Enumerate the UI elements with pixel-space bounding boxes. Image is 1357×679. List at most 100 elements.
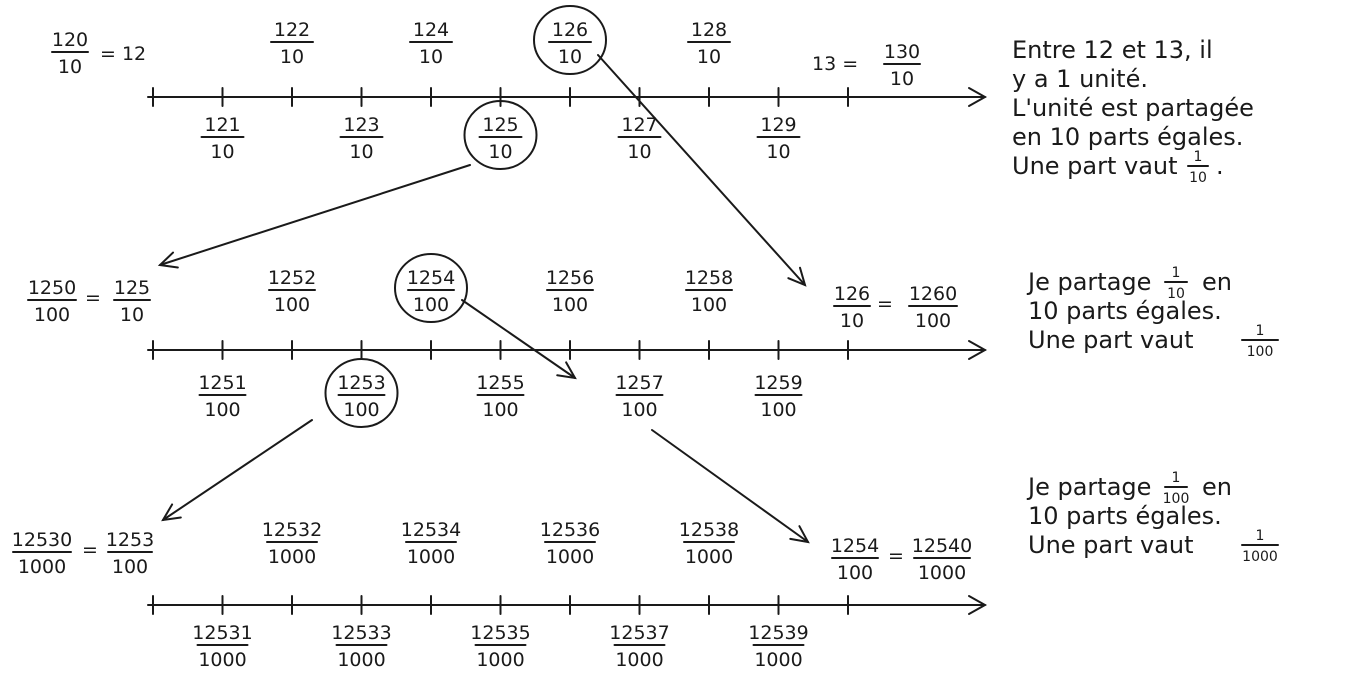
note-1-line-2: y a 1 unité.	[1012, 65, 1148, 93]
bottom-fraction-2-1251-numerator: 1251	[198, 372, 246, 394]
note-3-frac-num: 1	[1256, 528, 1265, 544]
note-3-line-3: Une part vaut	[1028, 531, 1194, 559]
bottom-fraction-2-1253-denominator: 100	[343, 399, 379, 421]
bottom-fraction-3-12531-denominator: 1000	[198, 649, 246, 671]
top-fraction-1-124-denominator: 10	[419, 46, 443, 68]
note-1-line-3: L'unité est partagée	[1012, 94, 1254, 122]
top-fraction-3-12538-numerator: 12538	[679, 519, 739, 541]
note-2-line-3: Une part vaut	[1028, 326, 1194, 354]
arrow-1253-to-left-eq	[162, 419, 313, 521]
right-eq-3-a-denominator: 100	[837, 562, 873, 584]
bottom-fraction-3-12539-numerator: 12539	[748, 622, 808, 644]
note-3-line-1: Je partage	[1026, 473, 1151, 501]
top-fraction-3-12538-denominator: 1000	[685, 546, 733, 568]
top-fraction-3-12532-numerator: 12532	[262, 519, 322, 541]
bottom-fraction-3-12531-numerator: 12531	[192, 622, 252, 644]
top-fraction-1-122-numerator: 122	[274, 19, 310, 41]
note-3-inline-num: 1	[1172, 470, 1181, 486]
arrow-125-to-left-eq-head	[157, 251, 179, 269]
bottom-fraction-1-127-numerator: 127	[621, 114, 657, 136]
note-1-suffix: .	[1216, 152, 1224, 180]
bottom-fraction-2-1259-denominator: 100	[760, 399, 796, 421]
note-2-inline-num: 1	[1172, 265, 1181, 281]
right-eq-3-b-denominator: 1000	[918, 562, 966, 584]
arrow-1253-to-left-eq-head	[161, 503, 182, 522]
top-fraction-3-12534-numerator: 12534	[401, 519, 461, 541]
right-eq-1-b-denominator: 10	[890, 68, 914, 90]
right-eq-2-b-denominator: 100	[915, 310, 951, 332]
bottom-fraction-1-121-denominator: 10	[210, 141, 234, 163]
top-fraction-1-126-denominator: 10	[558, 46, 582, 68]
number-line-3-arrowhead	[968, 595, 988, 615]
left-eq-3-a-denominator: 1000	[18, 556, 66, 578]
bottom-fraction-3-12535-denominator: 1000	[476, 649, 524, 671]
left-eq-3-b-denominator: 100	[112, 556, 148, 578]
right-eq-1-lhs: 13 =	[812, 53, 858, 75]
top-fraction-2-1254-numerator: 1254	[407, 267, 455, 289]
bottom-fraction-1-129-denominator: 10	[766, 141, 790, 163]
arrow-1254-to-right-eq-part1-head	[556, 361, 577, 380]
bottom-fraction-3-12537-denominator: 1000	[615, 649, 663, 671]
note-2-inline-den: 10	[1167, 286, 1185, 302]
bottom-fraction-1-123-numerator: 123	[343, 114, 379, 136]
top-fraction-2-1258-denominator: 100	[691, 294, 727, 316]
arrow-125-to-left-eq	[159, 164, 471, 266]
left-eq-1-a-numerator: 120	[52, 29, 88, 51]
right-eq-2-equals: =	[877, 293, 893, 315]
right-eq-2-a-numerator: 126	[834, 283, 870, 305]
circle-1254	[394, 253, 468, 323]
arrow-1254-to-right-eq-head	[789, 525, 810, 544]
arrow-1254-to-right-eq-part1	[461, 299, 576, 379]
top-fraction-1-124-numerator: 124	[413, 19, 449, 41]
circle-126	[533, 5, 607, 75]
left-eq-2-equals: =	[85, 287, 101, 309]
bottom-fraction-3-12539-denominator: 1000	[754, 649, 802, 671]
left-eq-1-a-denominator: 10	[58, 56, 82, 78]
bottom-fraction-2-1255-numerator: 1255	[476, 372, 524, 394]
top-fraction-3-12534-denominator: 1000	[407, 546, 455, 568]
bottom-fraction-3-12537-numerator: 12537	[609, 622, 669, 644]
top-fraction-1-128-denominator: 10	[697, 46, 721, 68]
note-2-frac-den: 100	[1247, 344, 1274, 360]
arrow-126-to-right-eq-head	[787, 266, 807, 287]
note-1-line-1: Entre 12 et 13, il	[1012, 36, 1213, 64]
top-fraction-2-1256-numerator: 1256	[546, 267, 594, 289]
note-1-frac-num: 1	[1194, 149, 1203, 165]
bottom-fraction-1-125-denominator: 10	[488, 141, 512, 163]
note-3-inline-suffix: en	[1202, 473, 1232, 501]
top-fraction-1-128-numerator: 128	[691, 19, 727, 41]
left-eq-2-b-numerator: 125	[114, 277, 150, 299]
bottom-fraction-3-12533-numerator: 12533	[331, 622, 391, 644]
right-eq-3-b-numerator: 12540	[912, 535, 972, 557]
right-eq-3-a-numerator: 1254	[831, 535, 879, 557]
number-line-2-arrowhead	[968, 340, 988, 360]
bottom-fraction-2-1259-numerator: 1259	[754, 372, 802, 394]
arrow-126-to-right-eq	[597, 54, 806, 286]
right-eq-2-a-denominator: 10	[840, 310, 864, 332]
note-2-frac-num: 1	[1256, 323, 1265, 339]
left-eq-3-equals: =	[82, 539, 98, 561]
top-fraction-3-12536-numerator: 12536	[540, 519, 600, 541]
top-fraction-2-1252-numerator: 1252	[268, 267, 316, 289]
bottom-fraction-1-123-denominator: 10	[349, 141, 373, 163]
top-fraction-2-1256-denominator: 100	[552, 294, 588, 316]
right-eq-3-equals: =	[888, 545, 904, 567]
circle-125	[463, 100, 538, 170]
bottom-fraction-3-12535-numerator: 12535	[470, 622, 530, 644]
bottom-fraction-1-125-numerator: 125	[482, 114, 518, 136]
bottom-fraction-2-1257-denominator: 100	[621, 399, 657, 421]
note-1-line-5: Une part vaut	[1012, 152, 1178, 180]
bottom-fraction-3-12533-denominator: 1000	[337, 649, 385, 671]
bottom-fraction-1-127-denominator: 10	[627, 141, 651, 163]
left-eq-3-a-numerator: 12530	[12, 529, 72, 551]
left-eq-2-b-denominator: 10	[120, 304, 144, 326]
right-eq-2-b-numerator: 1260	[909, 283, 957, 305]
left-eq-2-a-numerator: 1250	[28, 277, 76, 299]
bottom-fraction-1-129-numerator: 129	[760, 114, 796, 136]
bottom-fraction-1-121-numerator: 121	[204, 114, 240, 136]
right-eq-1-b-numerator: 130	[884, 41, 920, 63]
bottom-fraction-2-1253-numerator: 1253	[337, 372, 385, 394]
top-fraction-3-12532-denominator: 1000	[268, 546, 316, 568]
